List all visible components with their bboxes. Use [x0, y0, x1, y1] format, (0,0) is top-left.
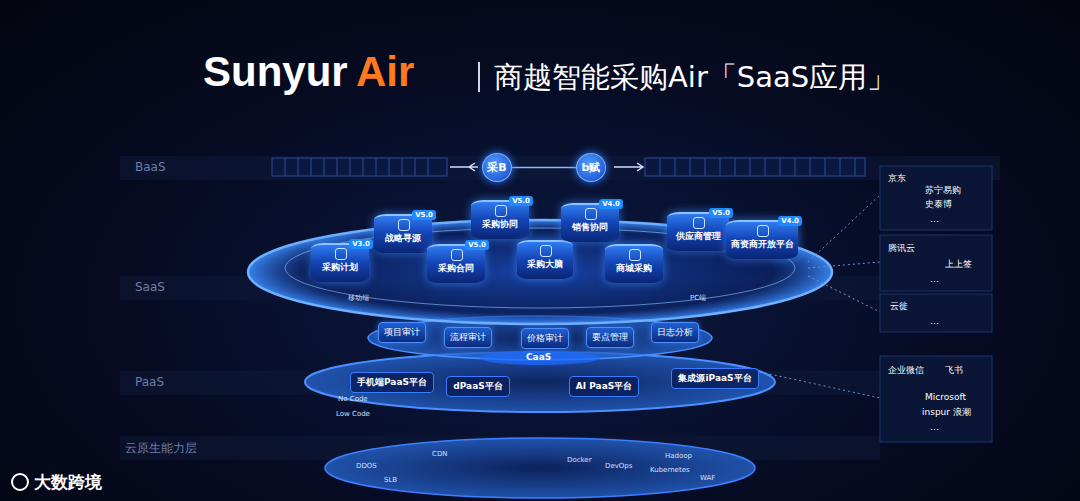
- label: 大数跨境: [34, 471, 102, 494]
- label: PC端: [690, 293, 706, 303]
- version-tag: V5.0: [509, 196, 533, 206]
- label: Low Code: [336, 410, 370, 418]
- node-text: AI PaaS平台: [576, 380, 632, 393]
- label: DDOS: [356, 462, 377, 470]
- node-text: 采购大脑: [520, 258, 570, 271]
- title: 商越智能采购Air「SaaS应用」: [494, 58, 896, 98]
- label: 史泰博: [925, 198, 952, 211]
- label: …: [930, 214, 939, 224]
- version-tag: V4.0: [778, 216, 802, 226]
- module-cylinder: 战略寻源V5.0: [374, 214, 432, 253]
- node-text: 采购计划: [314, 261, 366, 274]
- platform-box: 项目审计: [378, 322, 426, 343]
- node-text: 流程审计: [450, 331, 486, 344]
- label: CaaS: [526, 352, 551, 362]
- module-cylinder: 采购大脑: [517, 240, 573, 279]
- version-tag: V5.0: [709, 208, 733, 218]
- label: WAF: [700, 474, 715, 482]
- label: Microsoft: [925, 392, 966, 402]
- label: 京东: [888, 172, 906, 185]
- node-text: 日志分析: [657, 326, 693, 339]
- node-text: 商资商开放平台: [729, 238, 795, 251]
- platform-box: 手机端PaaS平台: [350, 372, 434, 393]
- node-text: 要点管理: [592, 331, 628, 344]
- node-text: b赋: [581, 160, 601, 175]
- platform-box: AI PaaS平台: [569, 376, 639, 397]
- label: DevOps: [605, 462, 632, 470]
- platform-box: 集成源iPaaS平台: [671, 368, 758, 389]
- label: SLB: [384, 476, 397, 484]
- label: Sunyur: [203, 48, 348, 96]
- label: inspur 浪潮: [922, 406, 971, 419]
- node-text: 销售协同: [564, 221, 616, 234]
- label: 苏宁易购: [925, 184, 961, 197]
- label: Kubernetes: [650, 466, 690, 474]
- version-tag: V5.0: [465, 240, 489, 250]
- module-cylinder: 商城采购: [605, 244, 663, 283]
- connector: [512, 167, 576, 169]
- label: 上上签: [945, 258, 972, 271]
- node-text: 采购协同: [474, 218, 526, 231]
- label: …: [930, 316, 939, 326]
- node-text: 采B: [487, 160, 507, 175]
- platform-box: 日志分析: [651, 322, 699, 343]
- node-text: 采购合同: [430, 262, 482, 275]
- platform-box: dPaaS平台: [446, 376, 509, 397]
- version-tag: V3.0: [349, 239, 373, 249]
- label: PaaS: [135, 375, 164, 389]
- label: …: [930, 274, 939, 284]
- label: 腾讯云: [888, 242, 915, 255]
- platform-box: 要点管理: [586, 327, 634, 348]
- label: SaaS: [135, 280, 165, 294]
- platform-box: 价格审计: [521, 328, 569, 349]
- node-text: 项目审计: [384, 326, 420, 339]
- label: Hadoop: [665, 452, 692, 460]
- node-text: 价格审计: [527, 332, 563, 345]
- module-cylinder: 采购计划V3.0: [311, 243, 369, 282]
- platform-box: 流程审计: [444, 327, 492, 348]
- node-text: 商城采购: [608, 262, 660, 275]
- version-tag: V4.0: [599, 199, 623, 209]
- node-text: 战略寻源: [377, 232, 429, 245]
- module-cylinder: 销售协同V4.0: [561, 203, 619, 242]
- module-cylinder: 采购协同V5.0: [471, 200, 529, 239]
- node-text: dPaaS平台: [453, 380, 502, 393]
- label: Air: [356, 48, 414, 96]
- label: 云徙: [890, 300, 908, 313]
- module-cylinder: 采购合同V5.0: [427, 244, 485, 283]
- label: 移动端: [348, 293, 369, 303]
- label: …: [930, 422, 939, 432]
- label: 飞书: [945, 364, 963, 377]
- node-text: 集成源iPaaS平台: [678, 372, 751, 385]
- label: CDN: [432, 450, 448, 458]
- label: BaaS: [135, 160, 166, 174]
- label: No Code: [338, 395, 368, 403]
- node-text: 手机端PaaS平台: [357, 376, 427, 389]
- label: 企业微信: [888, 364, 924, 377]
- label: Docker: [567, 456, 592, 464]
- module-cylinder: 供应商管理V5.0: [667, 212, 729, 251]
- badge-circle: b赋: [576, 153, 606, 182]
- badge-circle: 采B: [482, 153, 512, 182]
- node-text: 供应商管理: [670, 230, 726, 243]
- version-tag: V5.0: [412, 210, 436, 220]
- module-cylinder: 商资商开放平台V4.0: [726, 220, 798, 259]
- label: 云原生能力层: [125, 440, 197, 457]
